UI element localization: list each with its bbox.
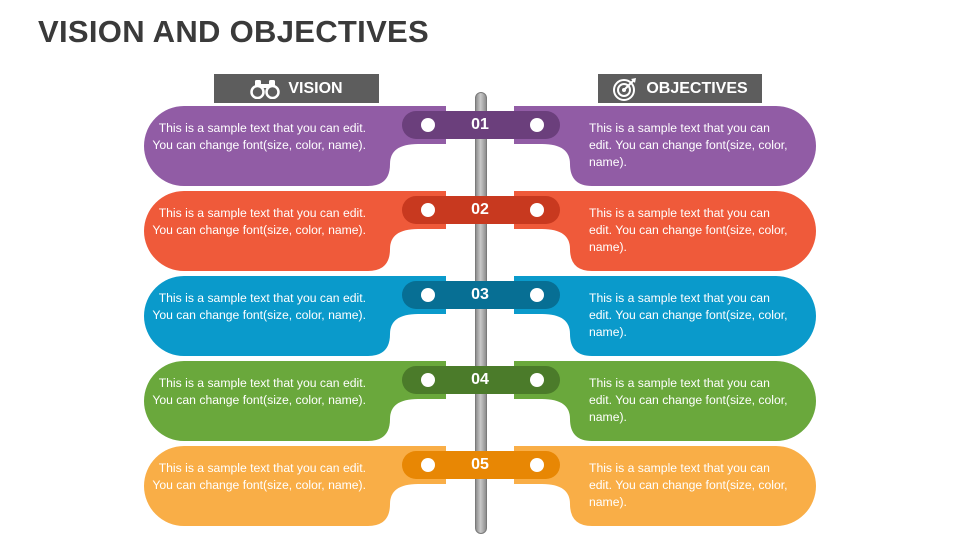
connector-dot-left bbox=[421, 458, 435, 472]
objective-card bbox=[514, 446, 816, 526]
connector-dot-right bbox=[530, 373, 544, 387]
vision-text[interactable]: This is a sample text that you can edit.… bbox=[152, 291, 366, 322]
row-05: 05 This is a sample text that you can edi… bbox=[0, 446, 960, 526]
vision-text[interactable]: This is a sample text that you can edit.… bbox=[152, 461, 366, 492]
objectives-header-label: OBJECTIVES bbox=[646, 79, 748, 97]
step-number: 04 bbox=[471, 371, 489, 388]
connector-dot-right bbox=[530, 288, 544, 302]
row-shapes bbox=[144, 191, 816, 271]
vision-card bbox=[144, 276, 446, 356]
objective-card bbox=[514, 191, 816, 271]
target-icon bbox=[613, 77, 637, 101]
objective-text[interactable]: This is a sample text that you can edit.… bbox=[589, 291, 788, 339]
vision-text[interactable]: This is a sample text that you can edit.… bbox=[152, 206, 366, 237]
objective-text[interactable]: This is a sample text that you can edit.… bbox=[589, 376, 788, 424]
vision-card bbox=[144, 106, 446, 186]
binoculars-icon bbox=[250, 79, 281, 99]
vision-header-label: VISION bbox=[288, 79, 343, 97]
objective-text[interactable]: This is a sample text that you can edit.… bbox=[589, 121, 788, 169]
connector-dot-left bbox=[421, 118, 435, 132]
row-shapes bbox=[144, 106, 816, 186]
connector-dot-left bbox=[421, 373, 435, 387]
row-shapes bbox=[144, 361, 816, 441]
connector-dot-left bbox=[421, 203, 435, 217]
row-shapes bbox=[144, 446, 816, 526]
row-01: 01 This is a sample text that you can edi… bbox=[0, 106, 960, 186]
vision-card bbox=[144, 191, 446, 271]
vision-text[interactable]: This is a sample text that you can edit.… bbox=[152, 121, 366, 152]
objectives-header: OBJECTIVES bbox=[598, 74, 762, 103]
objective-card bbox=[514, 106, 816, 186]
step-number: 02 bbox=[471, 201, 489, 218]
objective-text[interactable]: This is a sample text that you can edit.… bbox=[589, 461, 788, 509]
page-title: VISION AND OBJECTIVES bbox=[38, 14, 429, 49]
vision-header: VISION bbox=[214, 74, 379, 103]
connector-dot-right bbox=[530, 203, 544, 217]
connector-dot-left bbox=[421, 288, 435, 302]
row-03: 03 This is a sample text that you can edi… bbox=[0, 276, 960, 356]
objective-card bbox=[514, 276, 816, 356]
step-number: 03 bbox=[471, 286, 489, 303]
row-04: 04 This is a sample text that you can edi… bbox=[0, 361, 960, 441]
objective-text[interactable]: This is a sample text that you can edit.… bbox=[589, 206, 788, 254]
vision-text[interactable]: This is a sample text that you can edit.… bbox=[152, 376, 366, 407]
step-number: 01 bbox=[471, 116, 489, 133]
connector-dot-right bbox=[530, 458, 544, 472]
row-shapes bbox=[144, 276, 816, 356]
row-02: 02 This is a sample text that you can edi… bbox=[0, 191, 960, 271]
vision-card bbox=[144, 361, 446, 441]
objective-card bbox=[514, 361, 816, 441]
vision-card bbox=[144, 446, 446, 526]
step-number: 05 bbox=[471, 456, 489, 473]
connector-dot-right bbox=[530, 118, 544, 132]
